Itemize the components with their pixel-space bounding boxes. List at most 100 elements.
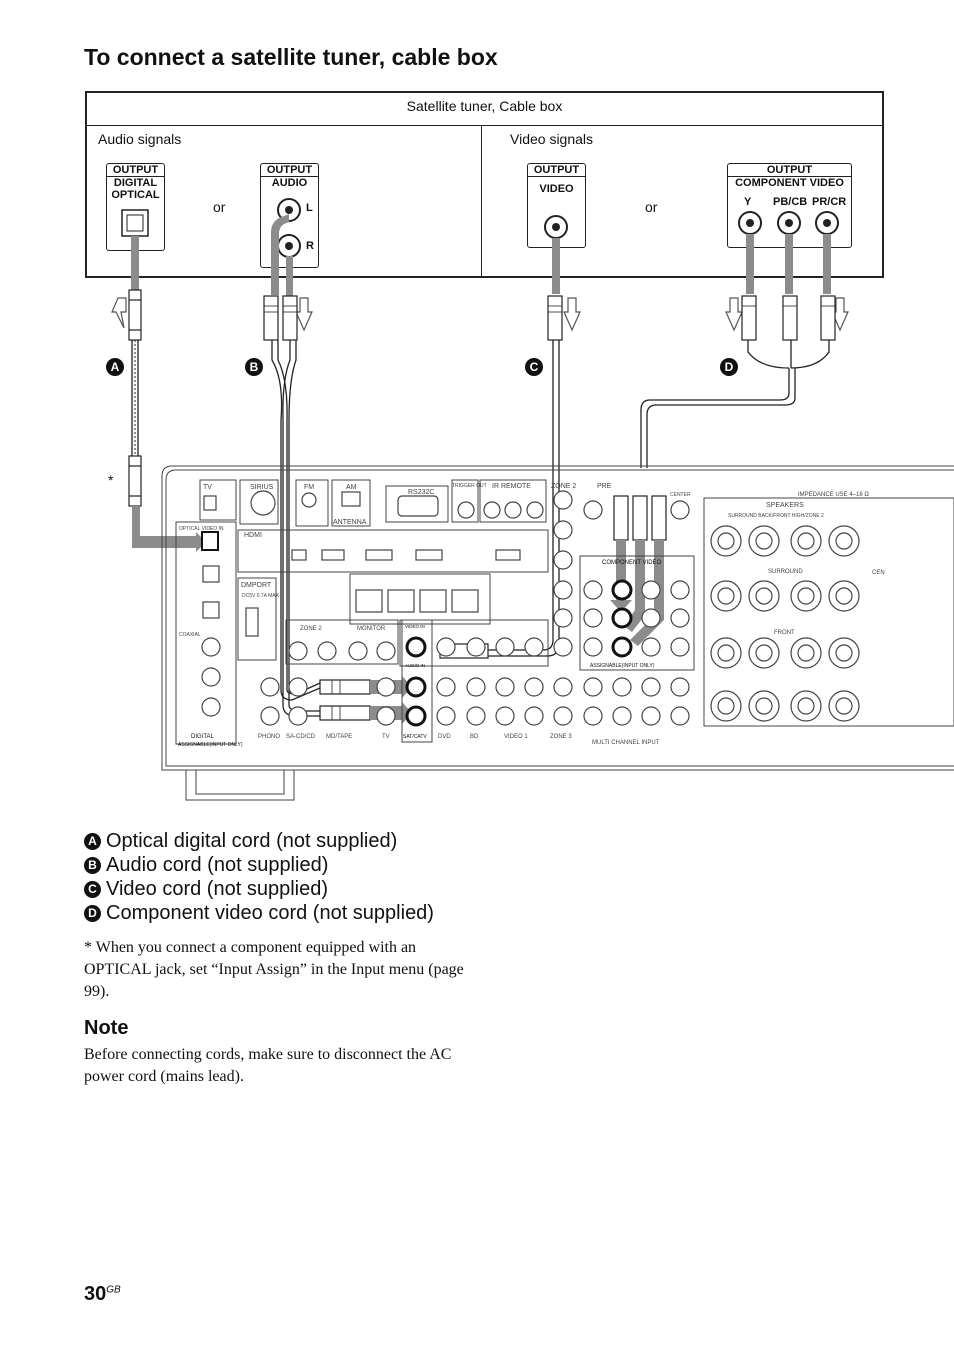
rx-am-label: AM — [346, 484, 357, 491]
panel-line1: COMPONENT VIDEO — [735, 177, 844, 189]
device-box — [85, 91, 884, 278]
rx-digital-label: DIGITAL — [191, 734, 215, 740]
component-pb-label: PB/CB — [773, 196, 808, 208]
audio-l-label: L — [306, 202, 313, 214]
rx-audio-in-label: AUDIO IN — [405, 663, 425, 668]
audio-r-jack-icon — [277, 234, 301, 258]
rx-tv-label: TV — [203, 484, 212, 491]
rx-pre-label: PRE — [597, 483, 612, 490]
receiver-labels: TV SIRIUS FM AM ANTENNA RS232C TRIGGER O… — [178, 483, 885, 748]
legend-item: D Component video cord (not supplied) — [84, 902, 504, 925]
component-pb-jack-icon — [777, 211, 801, 235]
rx-fm-label: FM — [304, 484, 314, 491]
marker-a: A — [106, 358, 124, 376]
legend-badge: D — [84, 905, 101, 922]
rx-component-video-label: COMPONENT VIDEO — [602, 560, 662, 566]
rx-front-label: FRONT — [774, 630, 795, 636]
marker-b: B — [245, 358, 263, 376]
video-signals-label: Video signals — [510, 131, 594, 147]
marker-d: D — [720, 358, 738, 376]
box-divider — [481, 125, 482, 277]
legend-item: C Video cord (not supplied) — [84, 878, 504, 901]
page-number-suffix: GB — [106, 1284, 121, 1296]
rx-coaxial-label: COAXIAL — [179, 632, 201, 638]
panel-title: OUTPUT — [107, 164, 164, 177]
device-box-header: Satellite tuner, Cable box — [87, 93, 882, 126]
legend-text: Video cord (not supplied) — [106, 878, 328, 900]
or-label-video: or — [645, 199, 658, 215]
optical-output-panel: OUTPUT DIGITAL OPTICAL — [106, 163, 165, 251]
marker-c: C — [525, 358, 543, 376]
panel-line2: OPTICAL — [111, 189, 160, 201]
rx-monitor-label: MONITOR — [357, 626, 386, 632]
or-label-audio: or — [213, 199, 226, 215]
page-number: 30GB — [84, 1283, 121, 1306]
rx-sacd-label: SA-CD/CD — [286, 734, 316, 740]
panel-title: OUTPUT — [261, 164, 318, 177]
rx-video-in-label: VIDEO IN — [405, 624, 425, 629]
legend-item: B Audio cord (not supplied) — [84, 854, 504, 877]
rx-center-ch-label: CEN — [872, 570, 885, 576]
rx-video1-label: VIDEO 1 — [504, 734, 528, 740]
plug-ridges — [264, 305, 835, 720]
page-title: To connect a satellite tuner, cable box — [84, 44, 498, 70]
receiver-jacks — [201, 490, 690, 727]
legend-badge: B — [84, 857, 101, 874]
rx-assignable-label: ASSIGNABLE(INPUT ONLY) — [590, 663, 655, 669]
legend-badge: C — [84, 881, 101, 898]
legend-text: Component video cord (not supplied) — [106, 902, 434, 924]
signal-arrows — [131, 214, 831, 296]
receiver-chassis — [161, 465, 954, 801]
panel-line1: VIDEO — [539, 183, 574, 195]
component-y-jack-icon — [738, 211, 762, 235]
panel-line1: AUDIO — [271, 177, 308, 189]
video-jack-icon — [544, 215, 568, 239]
component-pr-label: PR/CR — [812, 196, 847, 208]
note-body: Before connecting cords, make sure to di… — [84, 1046, 452, 1085]
rx-surround-label: SURROUND — [768, 569, 803, 575]
panel-title: OUTPUT — [728, 164, 851, 177]
rx-multi-channel-label: MULTI CHANNEL INPUT — [592, 740, 660, 746]
wiring-diagram: TV SIRIUS FM AM ANTENNA RS232C TRIGGER O… — [111, 198, 954, 801]
rx-speakers-label: SPEAKERS — [766, 502, 804, 509]
direction-arrows — [111, 297, 849, 332]
legend-item: A Optical digital cord (not supplied) — [84, 830, 504, 853]
rx-antenna-label: ANTENNA — [333, 519, 367, 526]
rx-tv-bottom-label: TV — [382, 734, 390, 740]
rx-hdmi-label: HDMI — [244, 532, 262, 539]
component-pr-jack-icon — [815, 211, 839, 235]
rx-rs232c-label: RS232C — [408, 489, 434, 496]
rx-zone2-label: ZONE 2 — [551, 483, 576, 490]
legend-badge: A — [84, 833, 101, 850]
rx-impedance-label: IMPEDANCE USE 4–16 Ω — [798, 492, 869, 498]
rx-dmport-spec: DC5V 0.7A MAX — [242, 593, 280, 599]
rx-zone2b-label: ZONE 2 — [300, 626, 322, 632]
panel-line1: DIGITAL — [113, 177, 158, 189]
speaker-terminals — [710, 525, 860, 722]
rx-zone3-label: ZONE 3 — [550, 734, 572, 740]
rx-sirius-label: SIRIUS — [250, 484, 274, 491]
rx-assignable-input-only-label: ASSIGNABLE(INPUT ONLY) — [178, 742, 243, 748]
rx-center-label: CENTER — [670, 492, 691, 498]
rx-dmport-label: DMPORT — [241, 582, 272, 589]
rx-sat-catv-label: SAT/CATV — [403, 734, 427, 740]
audio-r-label: R — [306, 240, 314, 252]
page-number-value: 30 — [84, 1283, 107, 1305]
rx-trigger-label: TRIGGER OUT — [452, 483, 487, 489]
component-output-panel: OUTPUT COMPONENT VIDEO — [727, 163, 852, 248]
legend-text: Audio cord (not supplied) — [106, 854, 329, 876]
audio-l-jack-icon — [277, 198, 301, 222]
rx-surround-back-label: SURROUND BACK/FRONT HIGH/ZONE 2 — [728, 513, 824, 519]
panel-title: OUTPUT — [528, 164, 585, 177]
rx-phono-label: PHONO — [258, 734, 280, 740]
legend-text: Optical digital cord (not supplied) — [106, 830, 398, 852]
rx-dvd-label: DVD — [438, 734, 451, 740]
footnote: * When you connect a component equipped … — [84, 939, 464, 1000]
asterisk-marker: * — [108, 472, 114, 488]
component-y-label: Y — [744, 196, 752, 208]
rx-md-tape-label: MD/TAPE — [326, 734, 352, 740]
rx-optical-video-in-label: OPTICAL VIDEO IN — [179, 526, 224, 532]
optical-jack-icon — [121, 209, 149, 237]
note-heading: Note — [84, 1017, 129, 1039]
audio-signals-label: Audio signals — [98, 131, 182, 147]
